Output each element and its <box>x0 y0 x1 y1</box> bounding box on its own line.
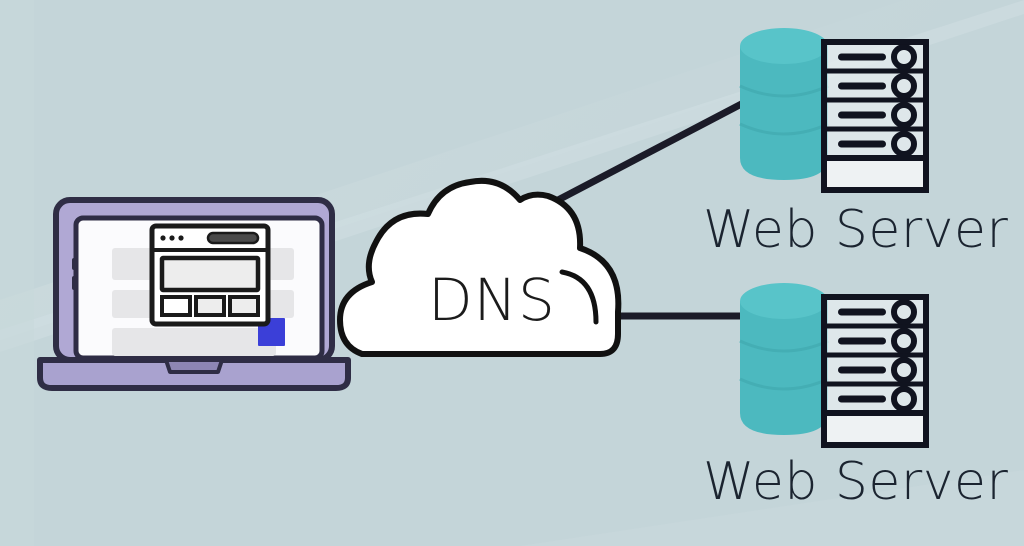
server-cylinder-band <box>739 339 829 353</box>
server-cylinder-top <box>740 28 828 64</box>
server-rack-slot <box>838 131 917 157</box>
browser-button <box>194 295 226 317</box>
background-bottom-wash <box>520 470 1024 546</box>
server-rack-slot <box>838 44 917 70</box>
server-rack-slot <box>838 357 917 383</box>
server-rack-empty-slot <box>821 410 929 448</box>
laptop-trackpad-notch <box>164 358 224 374</box>
background-left-band <box>0 0 34 546</box>
server-cylinder-band <box>739 377 829 391</box>
server-rack-slot <box>838 73 917 99</box>
server-rack-slot <box>838 386 917 412</box>
server-rack-slot <box>838 328 917 354</box>
browser-window-mockup <box>149 223 271 327</box>
browser-url-bar <box>206 231 260 245</box>
server-rack <box>821 294 929 448</box>
web-server-bottom-label: Web Server <box>703 452 1009 512</box>
browser-dots-icon <box>160 235 184 241</box>
dns-cloud-inner-arc <box>559 269 599 325</box>
browser-button-row <box>160 295 260 317</box>
server-cylinder-band <box>739 122 829 136</box>
browser-button <box>228 295 260 317</box>
server-cylinder-top <box>740 283 828 319</box>
browser-button <box>160 295 192 317</box>
dns-cloud-shape <box>337 177 622 357</box>
dns-cloud-label: DNS <box>428 266 556 334</box>
server-cylinder-body <box>740 46 828 180</box>
server-rack <box>821 39 929 193</box>
server-rack-slot <box>838 299 917 325</box>
server-cylinder-band <box>739 84 829 98</box>
browser-content-box <box>159 255 261 293</box>
server-rack-slot <box>838 102 917 128</box>
server-cylinder-body <box>740 301 828 435</box>
server-rack-empty-slot <box>821 155 929 193</box>
laptop-bezel-hinge-marks <box>72 258 77 290</box>
web-server-top-label: Web Server <box>703 200 1009 260</box>
